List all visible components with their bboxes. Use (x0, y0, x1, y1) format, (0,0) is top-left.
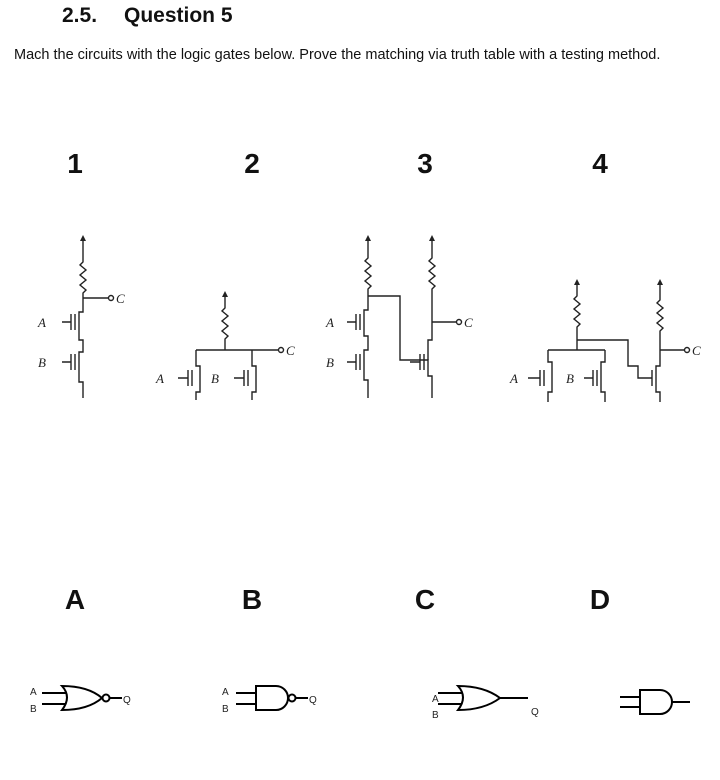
pin-c: C (286, 343, 295, 358)
pin-c: C (464, 315, 473, 330)
gate-c-input-a: A (432, 694, 439, 705)
section-title: Question 5 (124, 4, 233, 27)
gate-label-c: C (414, 584, 436, 615)
circuit-3: A B C (325, 235, 473, 398)
gate-label-a: A (64, 584, 86, 615)
circuit-1: A B C (37, 235, 125, 398)
gate-c-output: Q (531, 707, 539, 718)
circuit-4: A B C (509, 279, 701, 402)
gate-a-output: Q (123, 695, 131, 706)
gate-c-symbol: A B Q (432, 684, 539, 721)
question-heading: 2.5. Question 5 (62, 4, 233, 28)
gate-label-b: B (241, 584, 263, 615)
gate-a-symbol: A B Q (30, 684, 131, 715)
gate-b-symbol: A B Q (222, 685, 317, 715)
section-number: 2.5. (62, 4, 98, 27)
pin-b: B (211, 371, 219, 386)
circuit-label-4: 4 (592, 148, 608, 179)
gate-c-input-b: B (432, 710, 439, 721)
pin-b: B (38, 355, 46, 370)
pin-c: C (692, 343, 701, 358)
circuit-label-1: 1 (67, 148, 83, 179)
gate-a-input-b: B (30, 704, 37, 715)
pin-a: A (37, 315, 46, 330)
gate-d-symbol (620, 689, 690, 715)
gate-a-input-a: A (30, 687, 37, 698)
pin-c: C (116, 291, 125, 306)
pin-a: A (155, 371, 164, 386)
circuit-2: A B C (155, 291, 295, 400)
gate-b-input-a: A (222, 687, 229, 698)
gate-b-input-b: B (222, 704, 229, 715)
pin-b: B (566, 371, 574, 386)
question-prompt: Mach the circuits with the logic gates b… (14, 47, 661, 63)
pin-a: A (509, 371, 518, 386)
circuit-label-3: 3 (417, 148, 433, 179)
circuit-label-2: 2 (244, 148, 260, 179)
pin-a: A (325, 315, 334, 330)
gate-b-output: Q (309, 695, 317, 706)
gate-label-d: D (589, 584, 611, 615)
pin-b: B (326, 355, 334, 370)
